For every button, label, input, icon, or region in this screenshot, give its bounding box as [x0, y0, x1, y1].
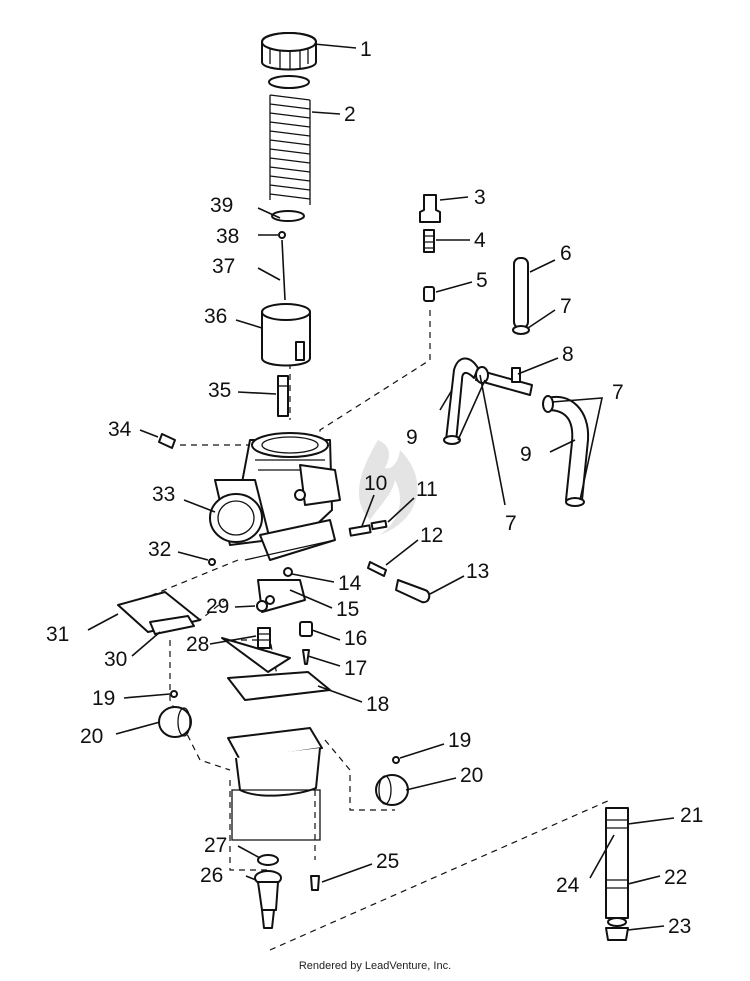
callout-35: 35 [208, 379, 231, 402]
carburetor-body [209, 432, 341, 561]
callout-7-top: 7 [560, 295, 572, 318]
part-39-clip [271, 210, 305, 222]
part-6-vent-tube [513, 257, 529, 329]
part-24-tube [605, 807, 629, 919]
part-27-o-ring [257, 854, 279, 866]
part-2-spring [269, 94, 311, 205]
callout-17: 17 [344, 657, 367, 680]
callout-20-right: 20 [460, 764, 483, 787]
part-14-pilot-jet [283, 567, 293, 577]
part-16-float-pin [299, 621, 313, 637]
callout-18: 18 [366, 693, 389, 716]
part-35-needle-jet [277, 375, 289, 417]
part-9-hose-left [443, 357, 489, 445]
callout-36: 36 [204, 305, 227, 328]
callout-19-right: 19 [448, 729, 471, 752]
callout-5: 5 [476, 269, 488, 292]
leadventure-watermark [358, 440, 418, 535]
callout-24: 24 [556, 874, 580, 897]
part-18-bowl-gasket [221, 637, 331, 701]
callout-19-left: 19 [92, 687, 115, 710]
part-13-idle-screw [395, 579, 431, 604]
part-4-spring [423, 229, 435, 253]
part-20-float-left [158, 706, 192, 738]
callout-11: 11 [416, 478, 438, 501]
callout-9-left: 9 [406, 426, 418, 449]
part-32-screw [208, 558, 216, 566]
callout-32: 32 [148, 538, 171, 561]
callout-25: 25 [376, 850, 399, 873]
callout-14: 14 [338, 572, 362, 595]
part-38-e-clip [278, 231, 286, 239]
part-28-main-jet [257, 627, 271, 649]
part-12-spring [367, 561, 387, 577]
callout-27: 27 [204, 834, 227, 857]
callout-leaders [87, 43, 675, 931]
part-9-hose-right [542, 395, 590, 507]
part-19-screw-left [170, 690, 178, 698]
callout-13: 13 [466, 560, 489, 583]
part-3-fitting [419, 194, 441, 223]
callout-26: 26 [200, 864, 223, 887]
callout-21: 21 [680, 804, 703, 827]
part-5-plunger [423, 286, 435, 302]
part-36-throttle-slide [261, 303, 311, 367]
part-23-cap [605, 917, 629, 941]
part-19-screw-right [392, 756, 400, 764]
callout-3: 3 [474, 186, 486, 209]
callout-34: 34 [108, 418, 132, 441]
part-25-screw [310, 875, 320, 891]
callout-22: 22 [664, 866, 687, 889]
part-1-top-cap [261, 32, 317, 89]
callout-10: 10 [364, 472, 387, 495]
callout-28: 28 [186, 633, 209, 656]
callout-7-bottom: 7 [505, 512, 517, 535]
callout-33: 33 [152, 483, 175, 506]
callout-12: 12 [420, 524, 443, 547]
part-34-fitting [158, 433, 176, 449]
callout-38: 38 [216, 225, 239, 248]
callout-20-left: 20 [80, 725, 103, 748]
callout-6: 6 [560, 242, 572, 265]
part-10-11-pilot-screw [348, 519, 388, 537]
part-26-drain-plug [254, 870, 282, 929]
callout-1: 1 [360, 38, 372, 61]
callout-8: 8 [562, 343, 574, 366]
footer-credit: Rendered by LeadVenture, Inc. [298, 960, 452, 972]
callout-29: 29 [206, 595, 229, 618]
part-7-clamp-top [512, 325, 530, 335]
callout-39: 39 [210, 194, 233, 217]
part-20-float-right [375, 774, 409, 806]
callout-16: 16 [344, 627, 367, 650]
part-17-needle-valve [302, 649, 310, 665]
part-37-jet-needle [281, 239, 286, 301]
callout-9-right: 9 [520, 443, 532, 466]
part-30-clip [149, 615, 195, 635]
callout-31: 31 [46, 623, 69, 646]
callout-23: 23 [668, 915, 691, 938]
callout-30: 30 [104, 648, 127, 671]
callout-4: 4 [474, 229, 486, 252]
callout-15: 15 [336, 598, 359, 621]
callout-2: 2 [344, 103, 356, 126]
float-bowl [227, 727, 323, 841]
callout-labels: 1 2 3 4 5 6 7 7 8 7 9 9 7 39 38 37 36 35… [46, 38, 703, 938]
part-29-washer [256, 600, 268, 612]
callout-7-right: 7 [612, 381, 624, 404]
callout-37: 37 [212, 255, 235, 278]
